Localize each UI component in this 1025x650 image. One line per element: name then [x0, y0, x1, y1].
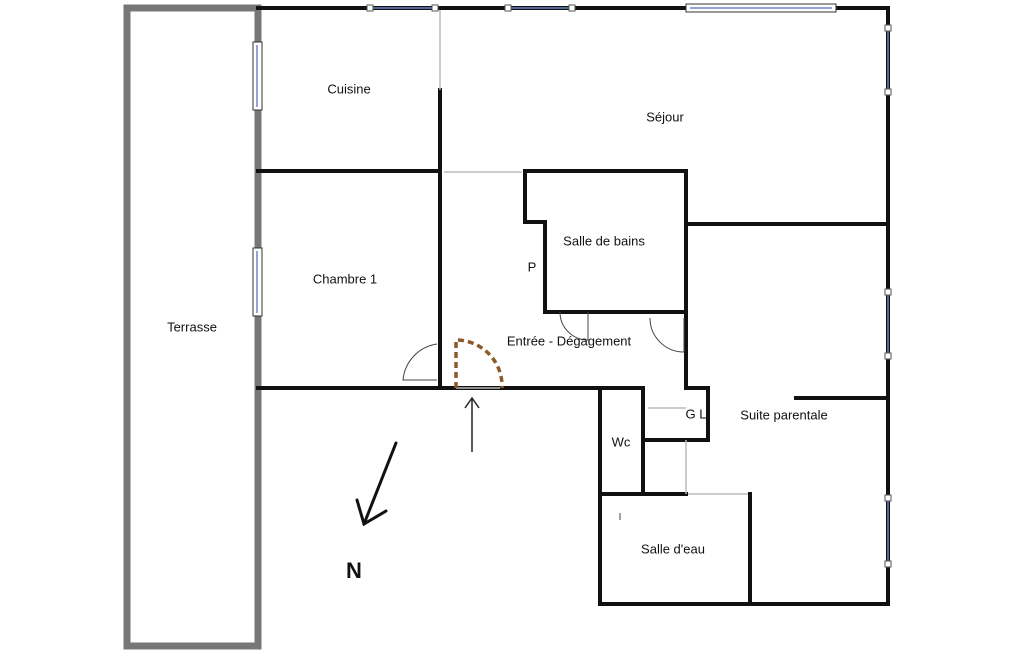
- north-label: N: [346, 558, 362, 583]
- openings: [439, 10, 748, 495]
- interior-walls: [256, 88, 890, 606]
- room-label-placard: P: [527, 259, 537, 275]
- room-label-suite-parentale: Suite parentale: [740, 407, 828, 423]
- entrance-arrow-icon: [464, 396, 480, 452]
- room-label-wc: Wc: [611, 434, 631, 450]
- room-label-chambre1: Chambre 1: [312, 271, 378, 287]
- room-label-gl: G L: [685, 406, 707, 422]
- north-arrow-icon: [355, 441, 398, 527]
- windows: [252, 3, 892, 568]
- room-label-cuisine: Cuisine: [327, 81, 371, 97]
- room-label-sejour: Séjour: [646, 109, 684, 125]
- entry-door-icon: [454, 338, 504, 389]
- room-label-entree: Entrée - Dégagement: [506, 333, 632, 349]
- room-label-salle-de-bains: Salle de bains: [563, 233, 645, 249]
- exterior-wall: [256, 6, 890, 606]
- door-swings: [402, 311, 685, 520]
- room-label-salle-deau: Salle d'eau: [641, 541, 705, 557]
- terrace-outline: [123, 4, 262, 650]
- room-label-terrasse: Terrasse: [167, 319, 217, 335]
